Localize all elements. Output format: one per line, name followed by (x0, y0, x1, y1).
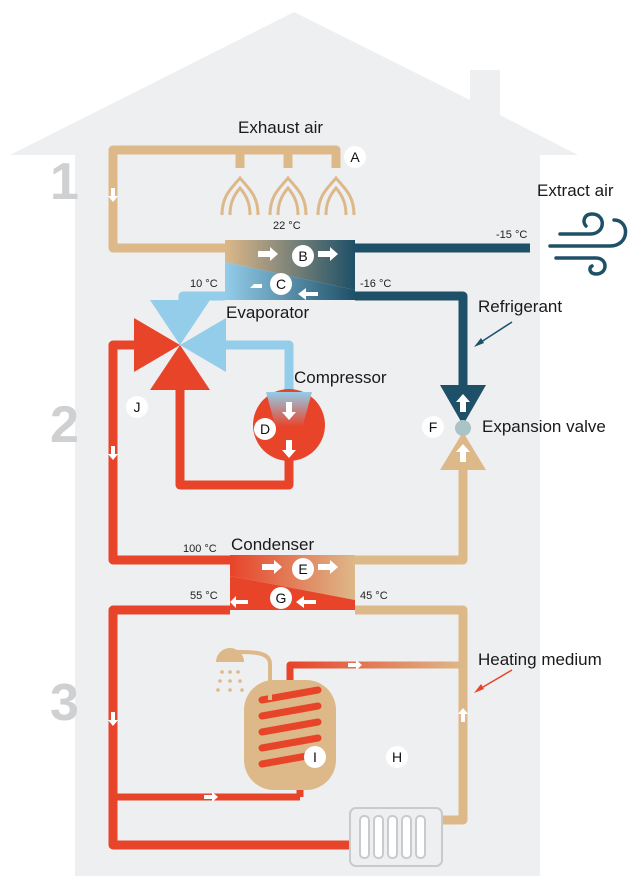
marker-e: E (292, 558, 314, 580)
label-compressor: Compressor (294, 368, 387, 387)
temp-condenser-return: 45 °C (360, 590, 388, 602)
temp-condenser-in: 100 °C (183, 543, 217, 555)
label-heating-medium: Heating medium (478, 650, 602, 669)
marker-j: J (126, 396, 148, 418)
expansion-valve-arrows (456, 394, 470, 462)
wind-icon (548, 212, 628, 276)
compressor-suction-line (226, 340, 294, 395)
compressor-discharge-line (175, 390, 294, 490)
refrigerant-line (355, 291, 468, 385)
exchanger-g (230, 576, 355, 610)
condensed-refrigerant-line (355, 470, 468, 565)
heating-medium-pointer (477, 669, 513, 691)
exhaust-air-intake-icon (220, 175, 356, 216)
expansion-valve-center (455, 420, 471, 436)
marker-a: A (344, 146, 366, 168)
compressor-cold-wedge (266, 392, 312, 450)
marker-c: C (270, 273, 292, 295)
temp-evaporator-out: -16 °C (360, 278, 392, 290)
label-evaporator: Evaporator (226, 303, 310, 322)
water-heater-tank (244, 680, 336, 790)
marker-f: F (422, 416, 444, 438)
refrigerant-pointer-head (474, 338, 484, 347)
compressor-arrows (282, 402, 296, 458)
temp-evaporator-in: 10 °C (190, 278, 218, 290)
marker-h: H (386, 746, 408, 768)
label-expansion-valve: Expansion valve (482, 417, 606, 436)
shower-icon (216, 648, 272, 700)
label-exhaust-air: Exhaust air (238, 118, 324, 137)
flow-arrows (108, 188, 468, 802)
exchanger-arrows-bc (250, 247, 338, 300)
label-extract-air: Extract air (537, 181, 614, 200)
marker-g: G (270, 587, 292, 609)
marker-d: D (254, 418, 276, 440)
exhaust-air-loop (108, 145, 341, 253)
temp-condenser-supply: 55 °C (190, 590, 218, 602)
exchanger-arrows-eg (230, 560, 338, 608)
zone-number-2: 2 (50, 396, 79, 454)
heating-medium-pointer-head (474, 684, 484, 693)
marker-b: B (292, 245, 314, 267)
heating-supply-line (108, 605, 360, 850)
marker-i: I (304, 746, 326, 768)
radiator-icon (349, 807, 443, 867)
label-condenser: Condenser (231, 535, 315, 554)
temp-extract-out: -15 °C (496, 229, 528, 241)
refrigerant-valve-j (134, 300, 226, 390)
label-refrigerant: Refrigerant (478, 297, 563, 316)
zone-number-1: 1 (50, 153, 79, 211)
refrigerant-pointer (477, 321, 513, 345)
temp-exhaust-in: 22 °C (273, 220, 301, 232)
zone-number-3: 3 (50, 674, 79, 732)
